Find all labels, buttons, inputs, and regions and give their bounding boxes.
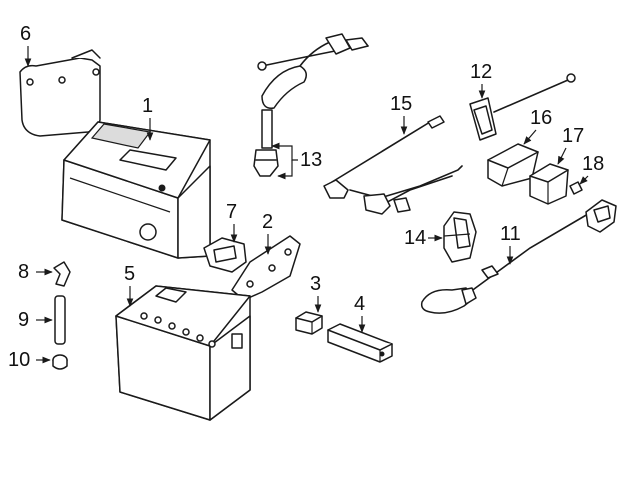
part-17-cover[interactable] [529, 163, 569, 205]
callout-5: 5 [124, 263, 135, 285]
part-18-clip[interactable] [569, 181, 583, 195]
part-5-battery[interactable] [115, 285, 251, 421]
leader-18 [579, 175, 589, 185]
part-15-cable[interactable] [323, 115, 463, 215]
callout-14: 14 [404, 227, 426, 249]
callout-15: 15 [390, 93, 412, 115]
callout-16: 16 [530, 107, 552, 129]
callout-13: 13 [300, 149, 322, 171]
part-14-cover[interactable] [443, 211, 477, 263]
part-8-elbow[interactable] [53, 261, 71, 287]
part-12-sensor[interactable] [469, 73, 576, 141]
callout-4: 4 [354, 293, 365, 315]
callout-6: 6 [20, 23, 31, 45]
part-3-block[interactable] [295, 311, 323, 335]
callout-7: 7 [226, 201, 237, 223]
callout-18: 18 [582, 153, 604, 175]
part-10-cap[interactable] [52, 354, 68, 370]
part-16-module[interactable] [487, 143, 539, 187]
callout-10: 10 [8, 349, 30, 371]
callout-12: 12 [470, 61, 492, 83]
part-1-battery[interactable] [61, 121, 211, 259]
callout-2: 2 [262, 211, 273, 233]
callout-8: 8 [18, 261, 29, 283]
part-7-holder[interactable] [203, 237, 247, 273]
part-13-cable[interactable] [253, 33, 369, 177]
callout-11: 11 [500, 223, 521, 245]
part-11-cable[interactable] [420, 199, 617, 314]
leader-16 [523, 129, 537, 145]
leader-13b [277, 160, 293, 180]
callout-1: 1 [142, 95, 153, 117]
leader-13a [271, 142, 298, 161]
callout-17: 17 [562, 125, 584, 147]
part-4-bar[interactable] [327, 323, 393, 363]
leader-17 [557, 147, 567, 165]
part-9-tube[interactable] [54, 295, 66, 345]
callout-9: 9 [18, 309, 29, 331]
callout-3: 3 [310, 273, 321, 295]
part-6-bracket[interactable] [19, 49, 101, 137]
